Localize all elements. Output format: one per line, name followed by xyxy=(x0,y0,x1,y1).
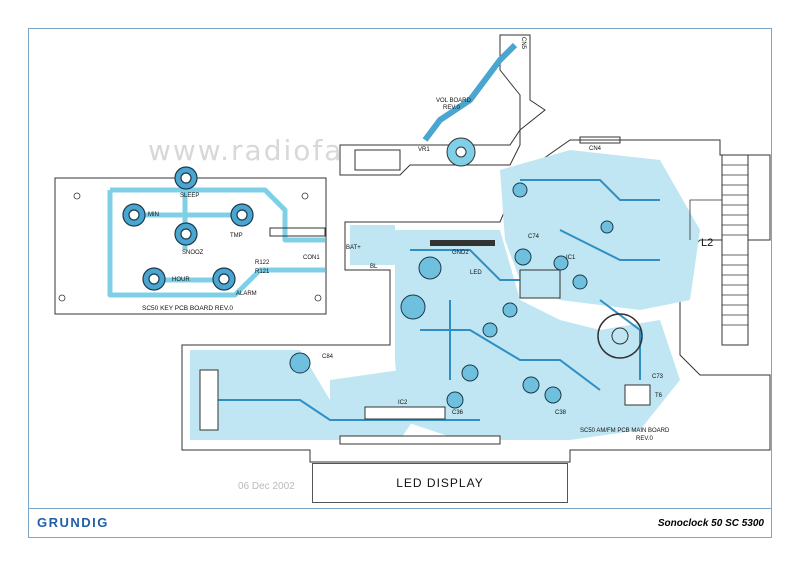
c73-label: C73 xyxy=(652,374,664,380)
alarm-label: ALARM xyxy=(236,291,257,297)
t6-label: T6 xyxy=(655,393,663,399)
vol-board-title: VOL BOARD xyxy=(436,98,471,104)
vr1-label: VR1 xyxy=(418,147,430,153)
ic1-label: IC1 xyxy=(566,255,576,261)
ic2-chip xyxy=(364,406,446,420)
brand-logo: GRUNDIG xyxy=(37,515,109,530)
c74-label: C74 xyxy=(528,234,540,240)
date-stamp: 06 Dec 2002 xyxy=(238,481,295,492)
l2-label: L2 xyxy=(701,237,714,249)
ic1-chip xyxy=(519,269,561,299)
key-board-outline xyxy=(54,177,327,315)
led-display-module: LED DISPLAY xyxy=(312,463,568,503)
left-switch xyxy=(199,369,219,431)
main-board-rev: REV.0 xyxy=(636,436,653,442)
r121-label: R121 xyxy=(255,269,270,275)
c38-label: C38 xyxy=(555,410,567,416)
min-label: MIN xyxy=(148,212,159,218)
r122-label: R122 xyxy=(255,260,270,266)
con1-connector xyxy=(269,227,326,237)
main-board-traces xyxy=(200,179,660,421)
electrolytic-caps xyxy=(289,182,614,409)
c84-label: C84 xyxy=(322,354,334,360)
l2-lead xyxy=(689,199,722,240)
bl-label: BL xyxy=(370,264,378,270)
model-name: Sonoclock 50 SC 5300 xyxy=(657,518,764,529)
led-label: LED xyxy=(470,270,482,276)
bat-label: BAT+ xyxy=(346,245,361,251)
sheet-border xyxy=(28,28,772,538)
hour-label: HOUR xyxy=(172,277,190,283)
c36-label: C36 xyxy=(452,410,464,416)
cn6-connector xyxy=(579,136,621,144)
l2-coil-windings xyxy=(722,164,748,326)
vol-board-rev: REV.0 xyxy=(443,105,460,111)
key-board-holes xyxy=(58,192,322,302)
con1-label: CON1 xyxy=(303,255,320,261)
footer-divider xyxy=(28,508,772,509)
tmp-label: TMP xyxy=(230,233,243,239)
key-pads xyxy=(122,166,254,291)
gnd2-label: GND2 xyxy=(452,250,469,256)
t6-transformer xyxy=(624,384,651,406)
cn2-connector xyxy=(339,435,501,445)
ic2-label: IC2 xyxy=(398,400,408,406)
cn4-label: CN4 xyxy=(589,146,602,152)
cn5-label: CN5 xyxy=(520,36,527,50)
vr1-switch xyxy=(354,149,401,171)
l2-ferrite-rod xyxy=(721,154,749,346)
vol-board-traces xyxy=(422,42,518,142)
pvc-tuner xyxy=(597,313,643,359)
snooz-label: SNOOZ xyxy=(182,250,204,256)
sleep-label: SLEEP xyxy=(180,193,200,199)
main-board-title: SC50 AM/FM PCB MAIN BOARD xyxy=(580,428,670,434)
gnd2-strip xyxy=(430,240,495,246)
key-board-title: SC50 KEY PCB BOARD REV.0 xyxy=(142,305,234,312)
